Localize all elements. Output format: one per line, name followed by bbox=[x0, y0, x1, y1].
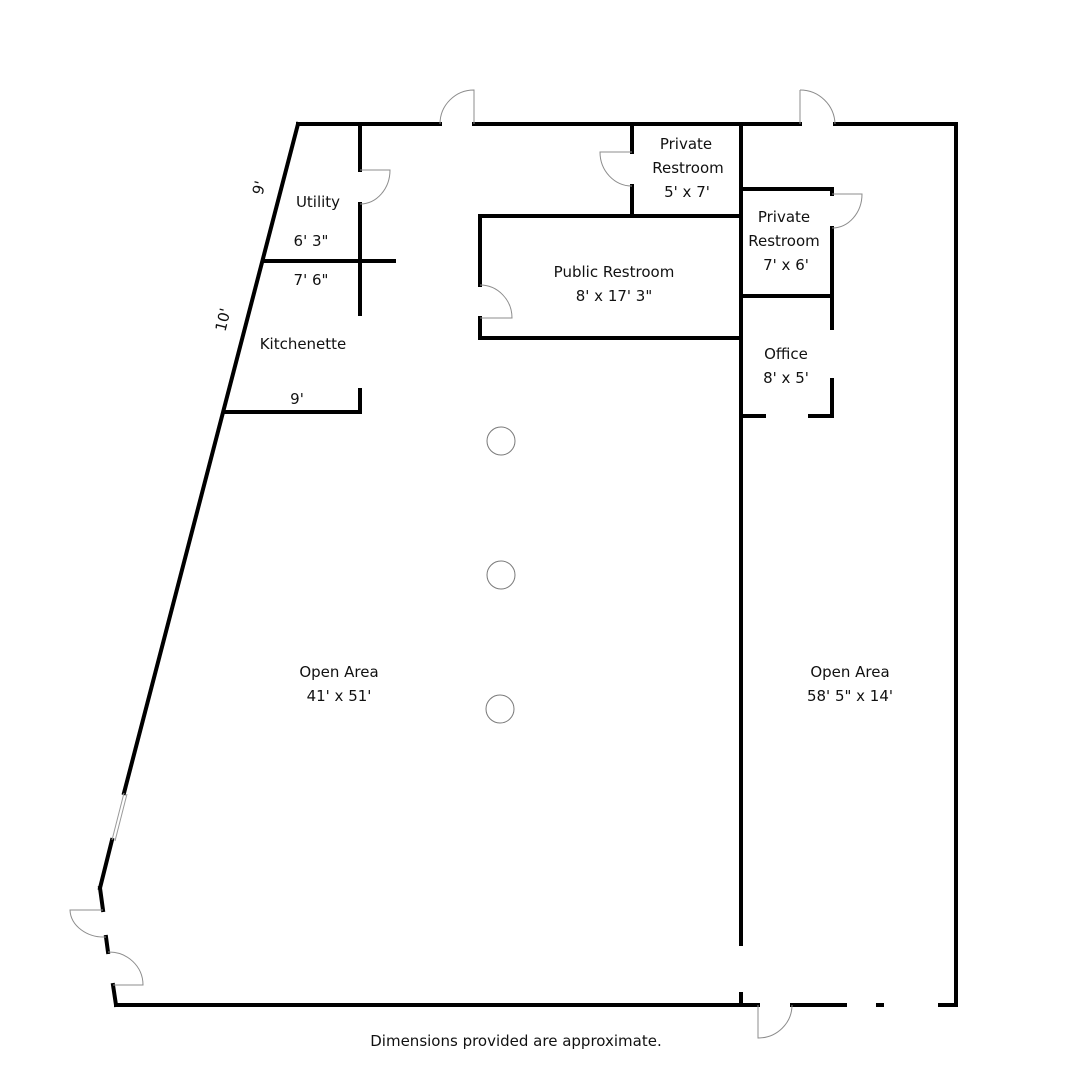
window bbox=[111, 792, 128, 842]
open-area-main-dims: 41' x 51' bbox=[307, 687, 372, 705]
private-restroom-2-dims: 7' x 6' bbox=[763, 256, 809, 274]
private-restroom-2-line2: Restroom bbox=[748, 232, 819, 250]
door-swing-icon bbox=[439, 89, 475, 125]
private-restroom-1-dims: 5' x 7' bbox=[664, 183, 710, 201]
exterior-walls bbox=[97, 121, 958, 1008]
open-area-side-name: Open Area bbox=[810, 663, 889, 681]
utility-name: Utility bbox=[296, 193, 340, 211]
kitchenette-dims-bottom: 9' bbox=[290, 390, 304, 408]
doors bbox=[69, 89, 863, 1039]
open-area-side-dims: 58' 5" x 14' bbox=[807, 687, 893, 705]
wall-label-upper: 9' bbox=[249, 179, 270, 197]
door-swing-icon bbox=[757, 1004, 793, 1039]
private-restroom-2-line1: Private bbox=[758, 208, 810, 226]
column-icon bbox=[486, 560, 516, 590]
door-swing-icon bbox=[359, 169, 391, 205]
column-icon bbox=[485, 694, 515, 724]
door-swing-icon bbox=[599, 151, 633, 187]
support-columns bbox=[485, 426, 516, 724]
private-restroom-1-line2: Restroom bbox=[652, 159, 723, 177]
private-restroom-1-line1: Private bbox=[660, 135, 712, 153]
door-swing-icon bbox=[799, 89, 836, 125]
door-swing-icon bbox=[107, 951, 144, 986]
door-swing-icon bbox=[831, 193, 863, 229]
door-swing-icon bbox=[479, 284, 513, 319]
kitchenette-name: Kitchenette bbox=[260, 335, 347, 353]
utility-dims: 6' 3" bbox=[294, 232, 329, 250]
public-restroom-dims: 8' x 17' 3" bbox=[576, 287, 653, 305]
public-restroom-name: Public Restroom bbox=[554, 263, 675, 281]
labels: 9' 10' Utility 6' 3" 7' 6" Kitchenette 9… bbox=[212, 135, 893, 1050]
footer-note: Dimensions provided are approximate. bbox=[370, 1032, 661, 1050]
wall-label-lower: 10' bbox=[212, 306, 235, 333]
open-area-main-name: Open Area bbox=[299, 663, 378, 681]
office-name: Office bbox=[764, 345, 808, 363]
kitchenette-dims-top: 7' 6" bbox=[294, 271, 329, 289]
door-swing-icon bbox=[69, 909, 107, 938]
interior-walls bbox=[222, 122, 834, 1007]
column-icon bbox=[486, 426, 516, 456]
office-dims: 8' x 5' bbox=[763, 369, 809, 387]
